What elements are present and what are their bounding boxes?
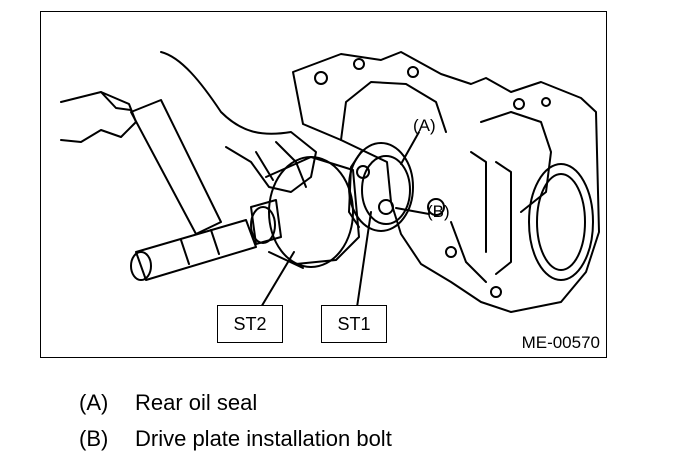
legend-text: Drive plate installation bolt	[135, 426, 392, 451]
st2-label-text: ST2	[233, 313, 267, 334]
cylinder-bore	[528, 163, 594, 281]
wrench-handle	[130, 99, 222, 235]
legend-text: Rear oil seal	[135, 390, 258, 415]
callout-b: (B)	[427, 202, 450, 221]
engine-block	[292, 51, 600, 313]
bolt-upper	[356, 165, 370, 179]
legend-key: (A)	[79, 390, 109, 415]
callout-b-leader	[395, 207, 430, 215]
legend-key: (B)	[79, 426, 109, 451]
callout-a: (A)	[413, 116, 436, 135]
legend-item: (B) Drive plate installation bolt	[79, 426, 392, 452]
st1-label: ST1	[321, 305, 387, 343]
left-hand	[60, 91, 137, 143]
st1-leader	[355, 211, 372, 315]
engine-illustration	[60, 51, 600, 320]
figure-id: ME-00570	[521, 333, 600, 352]
right-hand	[160, 51, 317, 193]
callout-a-leader	[400, 131, 420, 165]
figure-frame: ST2 ST1 (A) (B) ME-00570	[40, 11, 607, 358]
st1-label-text: ST1	[337, 313, 371, 334]
legend-item: (A) Rear oil seal	[79, 390, 257, 416]
drive-plate-bolt	[378, 199, 394, 215]
st2-label: ST2	[217, 305, 283, 343]
